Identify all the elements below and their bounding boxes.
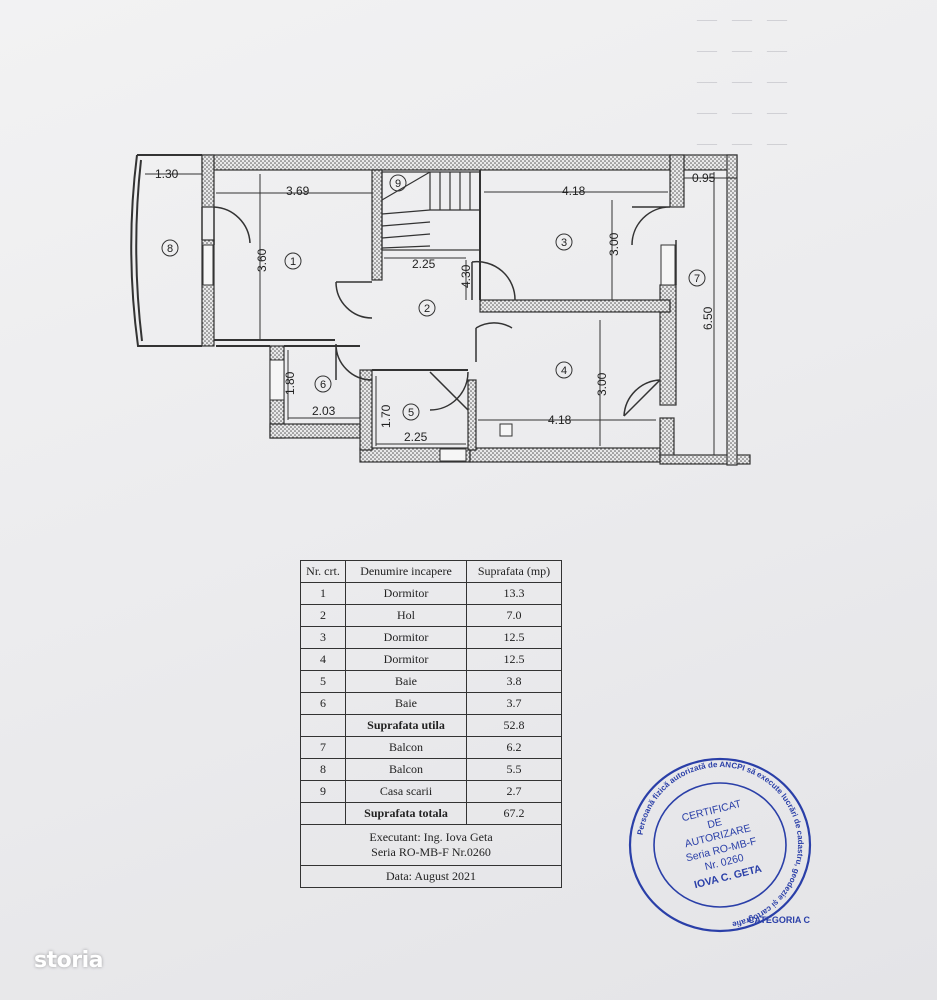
room-number-1: 1 [290,256,296,268]
room-number-4: 4 [561,365,567,377]
stamp-line-2: DE [706,816,723,831]
dim-4-30: 4.30 [459,264,473,288]
balcony-8-outline [130,154,202,347]
cell-name: Dormitor [345,648,467,671]
room-number-5: 5 [408,407,414,419]
cell-nr: 8 [300,758,346,781]
header-nr: Nr. crt. [300,560,346,583]
authorization-stamp: Persoană fizică autorizată de ANCPI să e… [628,757,812,933]
door-swings [201,206,677,417]
room-number-7: 7 [694,273,700,285]
room-markers [161,174,706,421]
room-number-2: 2 [424,303,430,315]
dim-3-00-top: 3.00 [607,232,621,256]
cell-area: 7.0 [466,604,562,627]
room-numbers: 1 2 3 4 5 6 7 8 9 [167,178,700,419]
cell-area: 6.2 [466,736,562,759]
stamp-inner-ring [653,782,787,908]
dim-2-25-top: 2.25 [412,257,436,271]
cell-area: 12.5 [466,626,562,649]
room-number-9: 9 [395,178,401,190]
room-number-3: 3 [561,237,567,249]
cell-name: Casa scarii [345,780,467,803]
stamp-outer-ring [628,757,812,933]
cell-name: Suprafata utila [345,714,467,737]
cell-area: 13.3 [466,582,562,605]
cell-nr: 4 [300,648,346,671]
cell-name: Hol [345,604,467,627]
executant-cell: Executant: Ing. Iova Geta Seria RO-MB-F … [300,824,562,866]
cell-area: 2.7 [466,780,562,803]
cell-area: 12.5 [466,648,562,671]
room-area-table: Nr. crt. Denumire incapere Suprafata (mp… [300,560,562,888]
dim-2-25-bottom: 2.25 [404,430,428,444]
cell-name: Baie [345,670,467,693]
cell-name: Balcon [345,758,467,781]
date-row: Data: August 2021 [300,865,562,888]
cell-nr: 9 [300,780,346,803]
cell-area: 5.5 [466,758,562,781]
table-header-row: Nr. crt. Denumire incapere Suprafata (mp… [300,560,562,583]
cell-name: Baie [345,692,467,715]
cell-nr: 2 [300,604,346,627]
room-number-6: 6 [320,379,326,391]
cell-area: 67.2 [466,802,562,825]
dim-6-50: 6.50 [701,306,715,330]
cell-name: Dormitor [345,582,467,605]
dim-3-60: 3.60 [255,248,269,272]
date-cell: Data: August 2021 [300,865,562,888]
cell-name: Suprafata totala [345,802,467,825]
dim-1-70: 1.70 [379,404,393,428]
dim-4-18-bottom: 4.18 [548,413,572,427]
windows [202,244,676,462]
cell-name: Dormitor [345,626,467,649]
floor-plan: 1.30 3.69 4.18 0.95 3.60 2.25 4.30 3.00 … [130,154,751,466]
storia-watermark-logo: storia [34,948,103,973]
exterior-walls [201,154,751,466]
cell-name: Balcon [345,736,467,759]
cell-area: 52.8 [466,714,562,737]
cell-nr: 1 [300,582,346,605]
executant-row: Executant: Ing. Iova Geta Seria RO-MB-F … [300,824,562,866]
dim-1-80: 1.80 [283,371,297,395]
executant-line-1: Executant: Ing. Iova Geta [369,830,493,844]
dim-4-18-top: 4.18 [562,184,586,198]
dim-3-00-bottom: 3.00 [595,372,609,396]
header-area: Suprafata (mp) [466,560,562,583]
header-name: Denumire incapere [345,560,467,583]
dim-2-03: 2.03 [312,404,336,418]
dimension-labels: 1.30 3.69 4.18 0.95 3.60 2.25 4.30 3.00 … [155,167,716,444]
cell-nr [300,802,346,825]
stamp-category: CATEGORIA C [748,915,810,925]
dim-3-69: 3.69 [286,184,310,198]
cell-nr: 7 [300,736,346,759]
cell-nr: 5 [300,670,346,693]
cell-area: 3.7 [466,692,562,715]
staircase [381,171,481,251]
room-number-8: 8 [167,243,173,255]
dim-1-30: 1.30 [155,167,179,181]
dim-0-95: 0.95 [692,171,716,185]
dimension-lines [145,172,737,455]
cell-area: 3.8 [466,670,562,693]
cell-nr [300,714,346,737]
executant-line-2: Seria RO-MB-F Nr.0260 [371,845,491,859]
cell-nr: 6 [300,692,346,715]
cell-nr: 3 [300,626,346,649]
